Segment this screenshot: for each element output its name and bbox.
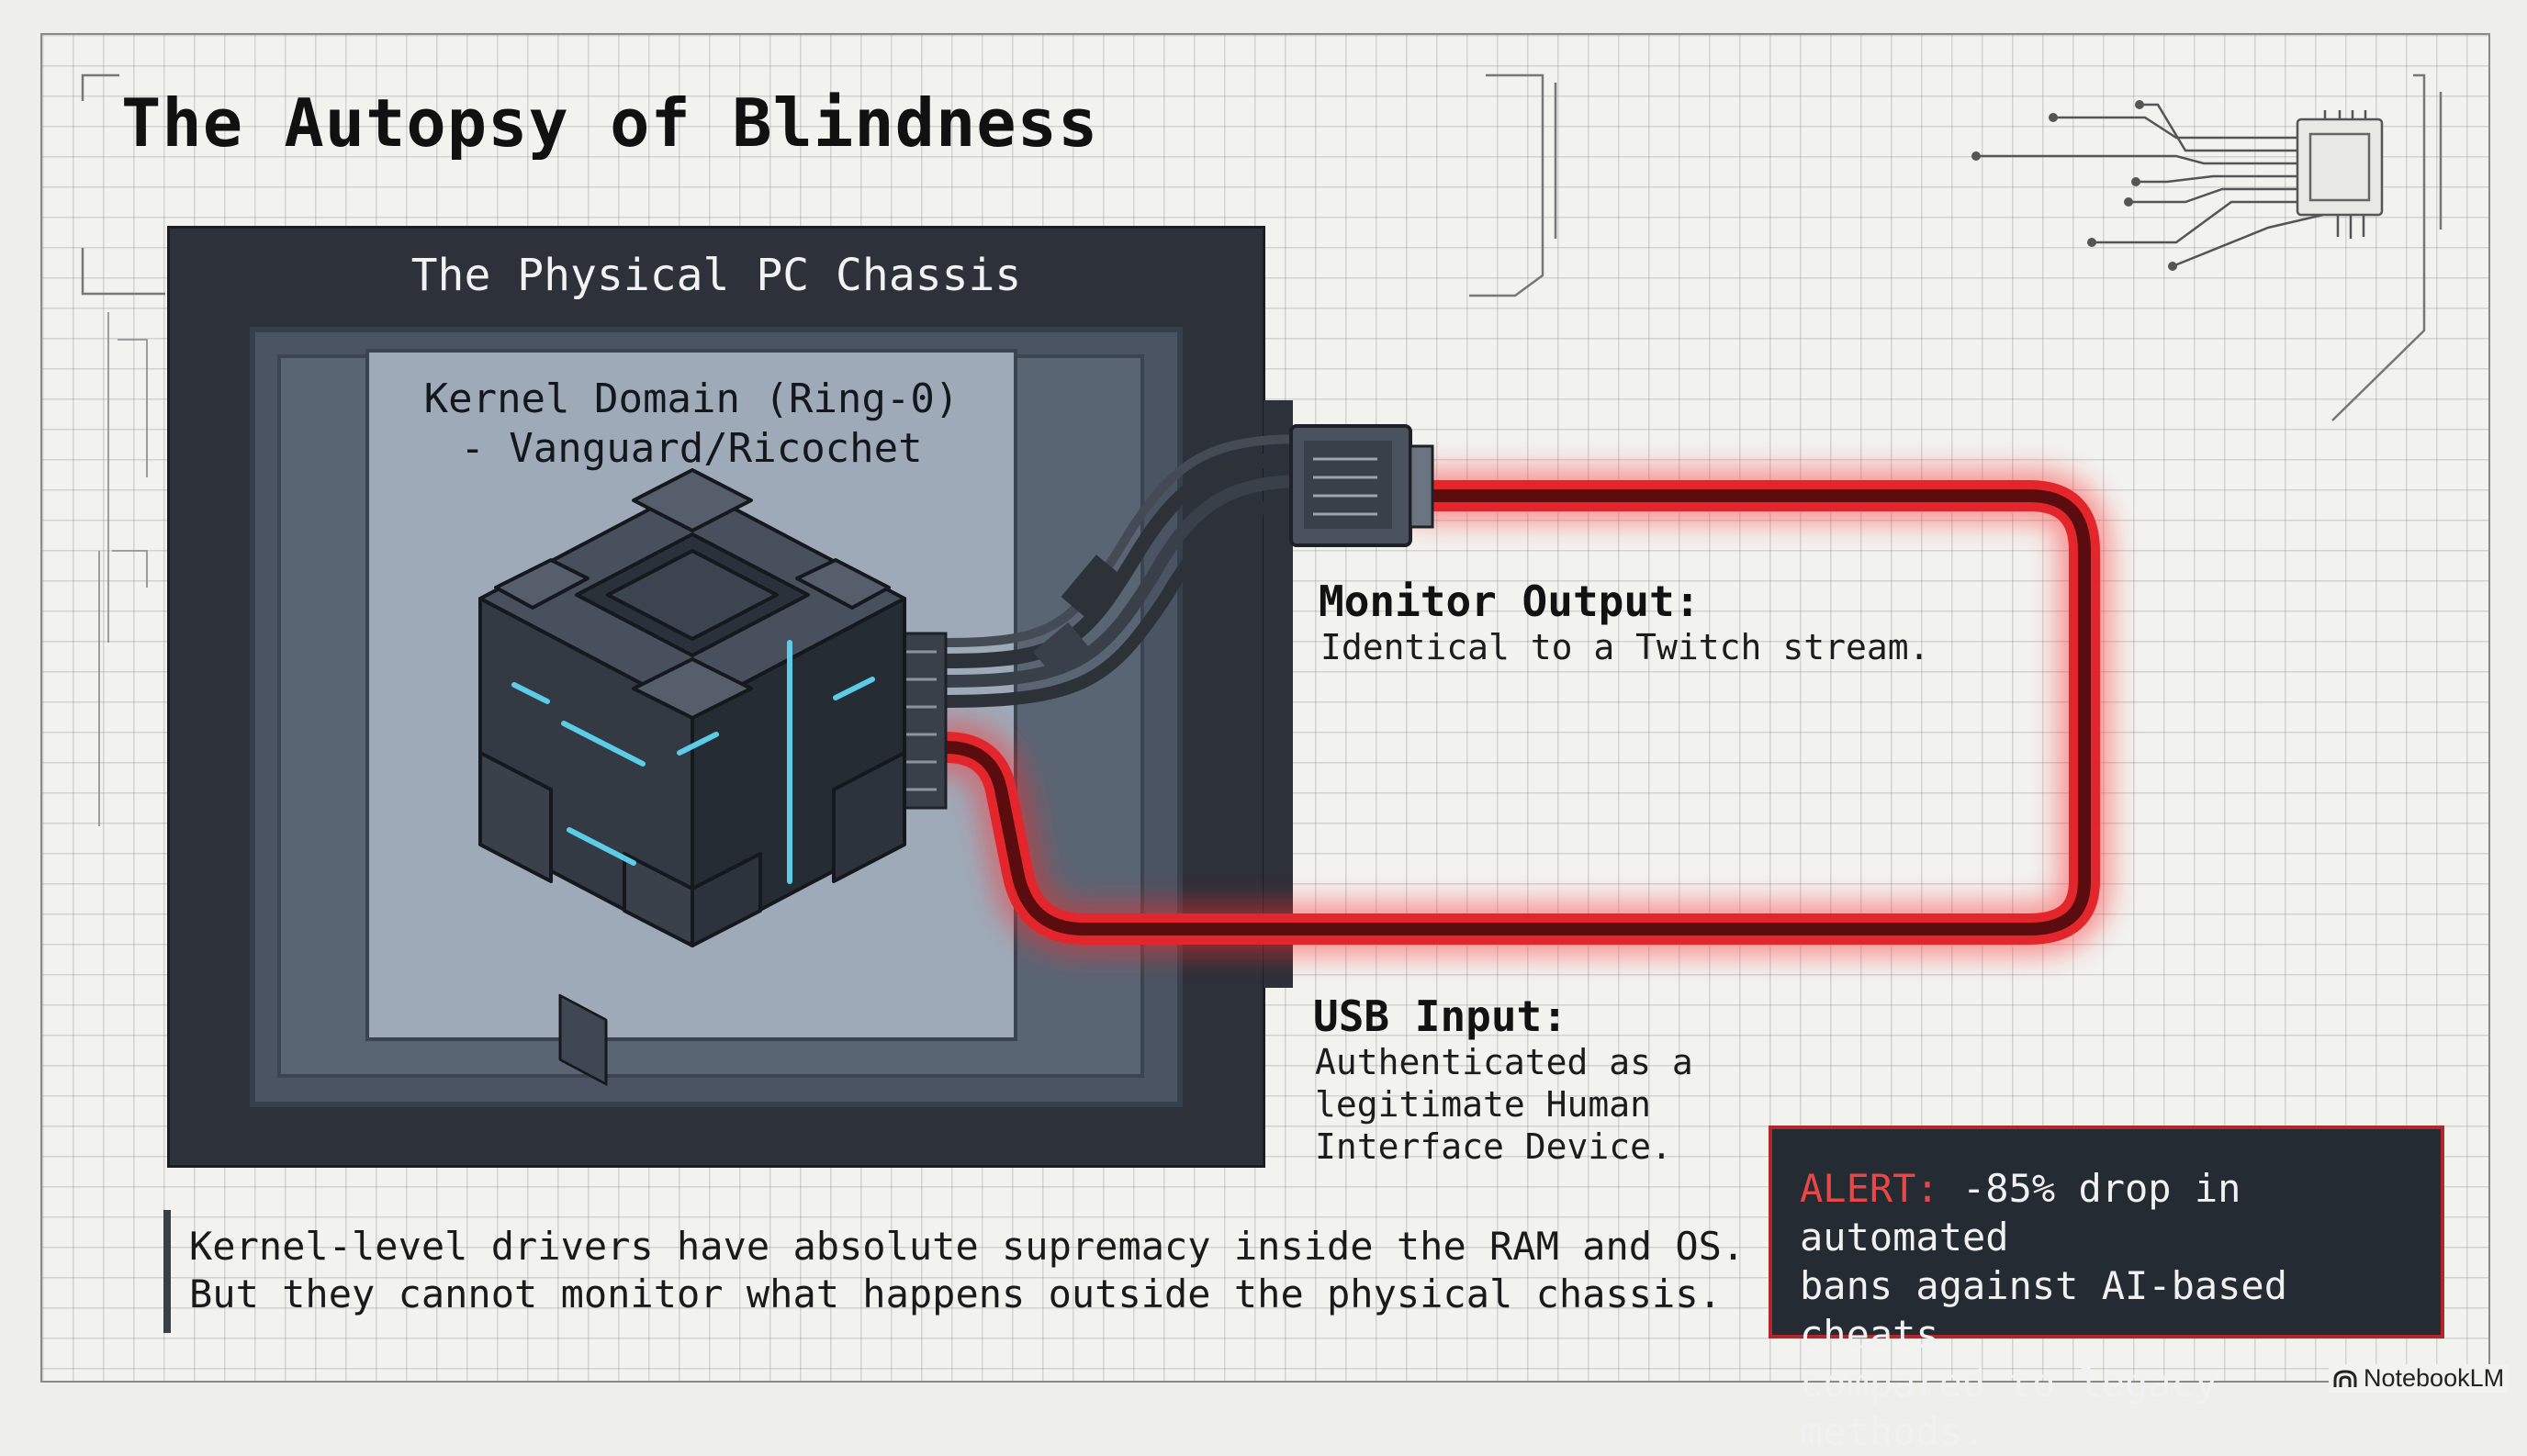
- alert-line-1: -85% drop in automated: [1800, 1166, 2241, 1260]
- chassis-label: The Physical PC Chassis: [410, 250, 1022, 301]
- alert-line-3: compared to legacy methods.: [1800, 1361, 2218, 1454]
- usb-desc-line-2: legitimate Human: [1315, 1084, 1652, 1125]
- hdmi-connector-icon: [1289, 424, 1434, 547]
- monitor-output-label: Monitor Output:: [1319, 577, 1701, 626]
- kernel-label-line-2: - Vanguard/Ricochet: [460, 425, 923, 472]
- usb-desc-line-1: Authenticated as a: [1315, 1042, 1693, 1082]
- blueprint-decorations: [81, 73, 2443, 826]
- note-accent-bar: [163, 1210, 171, 1333]
- notebooklm-watermark: NotebookLM: [2329, 1364, 2509, 1393]
- usb-input-label: USB Input:: [1313, 991, 1567, 1041]
- kernel-cube-icon: [478, 468, 906, 1086]
- usb-loop-cable: [918, 468, 2112, 957]
- monitor-output-desc: Identical to a Twitch stream.: [1320, 627, 1930, 667]
- usb-input-desc: Authenticated as a legitimate Human Inte…: [1315, 1041, 1693, 1168]
- brand-label: NotebookLM: [2364, 1364, 2505, 1392]
- kernel-domain-label: Kernel Domain (Ring-0) - Vanguard/Ricoch…: [365, 375, 1017, 474]
- alert-line-2: bans against AI-based cheats: [1800, 1263, 2288, 1357]
- monitor-cable-bundle: [938, 434, 1311, 708]
- usb-desc-line-3: Interface Device.: [1315, 1126, 1672, 1167]
- note-line-1: Kernel-level drivers have absolute supre…: [189, 1224, 1746, 1269]
- cube-glow-lines: [511, 640, 875, 884]
- diagram-graphics: [478, 424, 2112, 1086]
- circuit-decoration-icon: [1976, 103, 2384, 268]
- kernel-label-line-1: Kernel Domain (Ring-0): [423, 375, 960, 422]
- alert-box: ALERT: -85% drop in automated bans again…: [1769, 1126, 2444, 1454]
- note-line-2: But they cannot monitor what happens out…: [189, 1271, 1722, 1316]
- notebooklm-logo-icon: [2333, 1369, 2357, 1387]
- summary-note: Kernel-level drivers have absolute supre…: [189, 1223, 1745, 1318]
- page-title: The Autopsy of Blindness: [121, 84, 1099, 162]
- alert-label: ALERT:: [1800, 1166, 1939, 1211]
